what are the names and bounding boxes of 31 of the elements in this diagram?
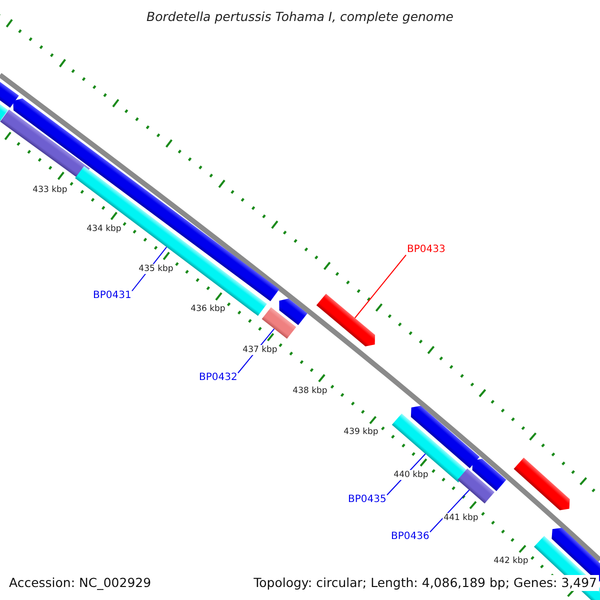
gene-label: BP0432 — [199, 372, 238, 384]
scale-label: 437 kbp — [242, 345, 278, 355]
scale-label: 440 kbp — [392, 470, 430, 480]
gene-label: BP0436 — [391, 531, 430, 543]
gene-bar — [458, 468, 494, 504]
scale-label: 435 kbp — [138, 264, 174, 274]
genome-stats-text: Topology: circular; Length: 4,086,189 bp; Genes: 3,497 — [252, 575, 599, 591]
scale-label: 434 kbp — [86, 224, 122, 234]
scale-label: 433 kbp — [32, 185, 68, 195]
scale-label: 439 kbp — [342, 427, 380, 437]
scale-label: 436 kbp — [190, 304, 226, 314]
gene-bar — [392, 413, 468, 483]
scale-label: 442 kbp — [492, 556, 530, 566]
gene-label: BP0431 — [93, 290, 132, 302]
leader-line — [354, 254, 406, 318]
gene-bar — [75, 166, 267, 316]
gene-feature — [316, 294, 376, 346]
accession-text: Accession: NC_002929 — [7, 575, 154, 591]
gene-bar — [262, 307, 296, 339]
gene-label: BP0433 — [407, 244, 446, 256]
scale-label: 438 kbp — [292, 386, 328, 396]
genome-title: Bordetella pertussis Tohama I, complete genome — [146, 9, 454, 24]
gene-feature — [13, 98, 280, 302]
leader-line — [430, 490, 470, 532]
gene-feature — [410, 406, 480, 468]
gene-feature — [279, 298, 308, 326]
gene-feature — [472, 458, 506, 492]
scale-label: 441 kbp — [442, 513, 480, 523]
gene-feature — [514, 458, 570, 510]
gene-bar — [0, 80, 19, 108]
gene-label: BP0435 — [348, 494, 386, 506]
